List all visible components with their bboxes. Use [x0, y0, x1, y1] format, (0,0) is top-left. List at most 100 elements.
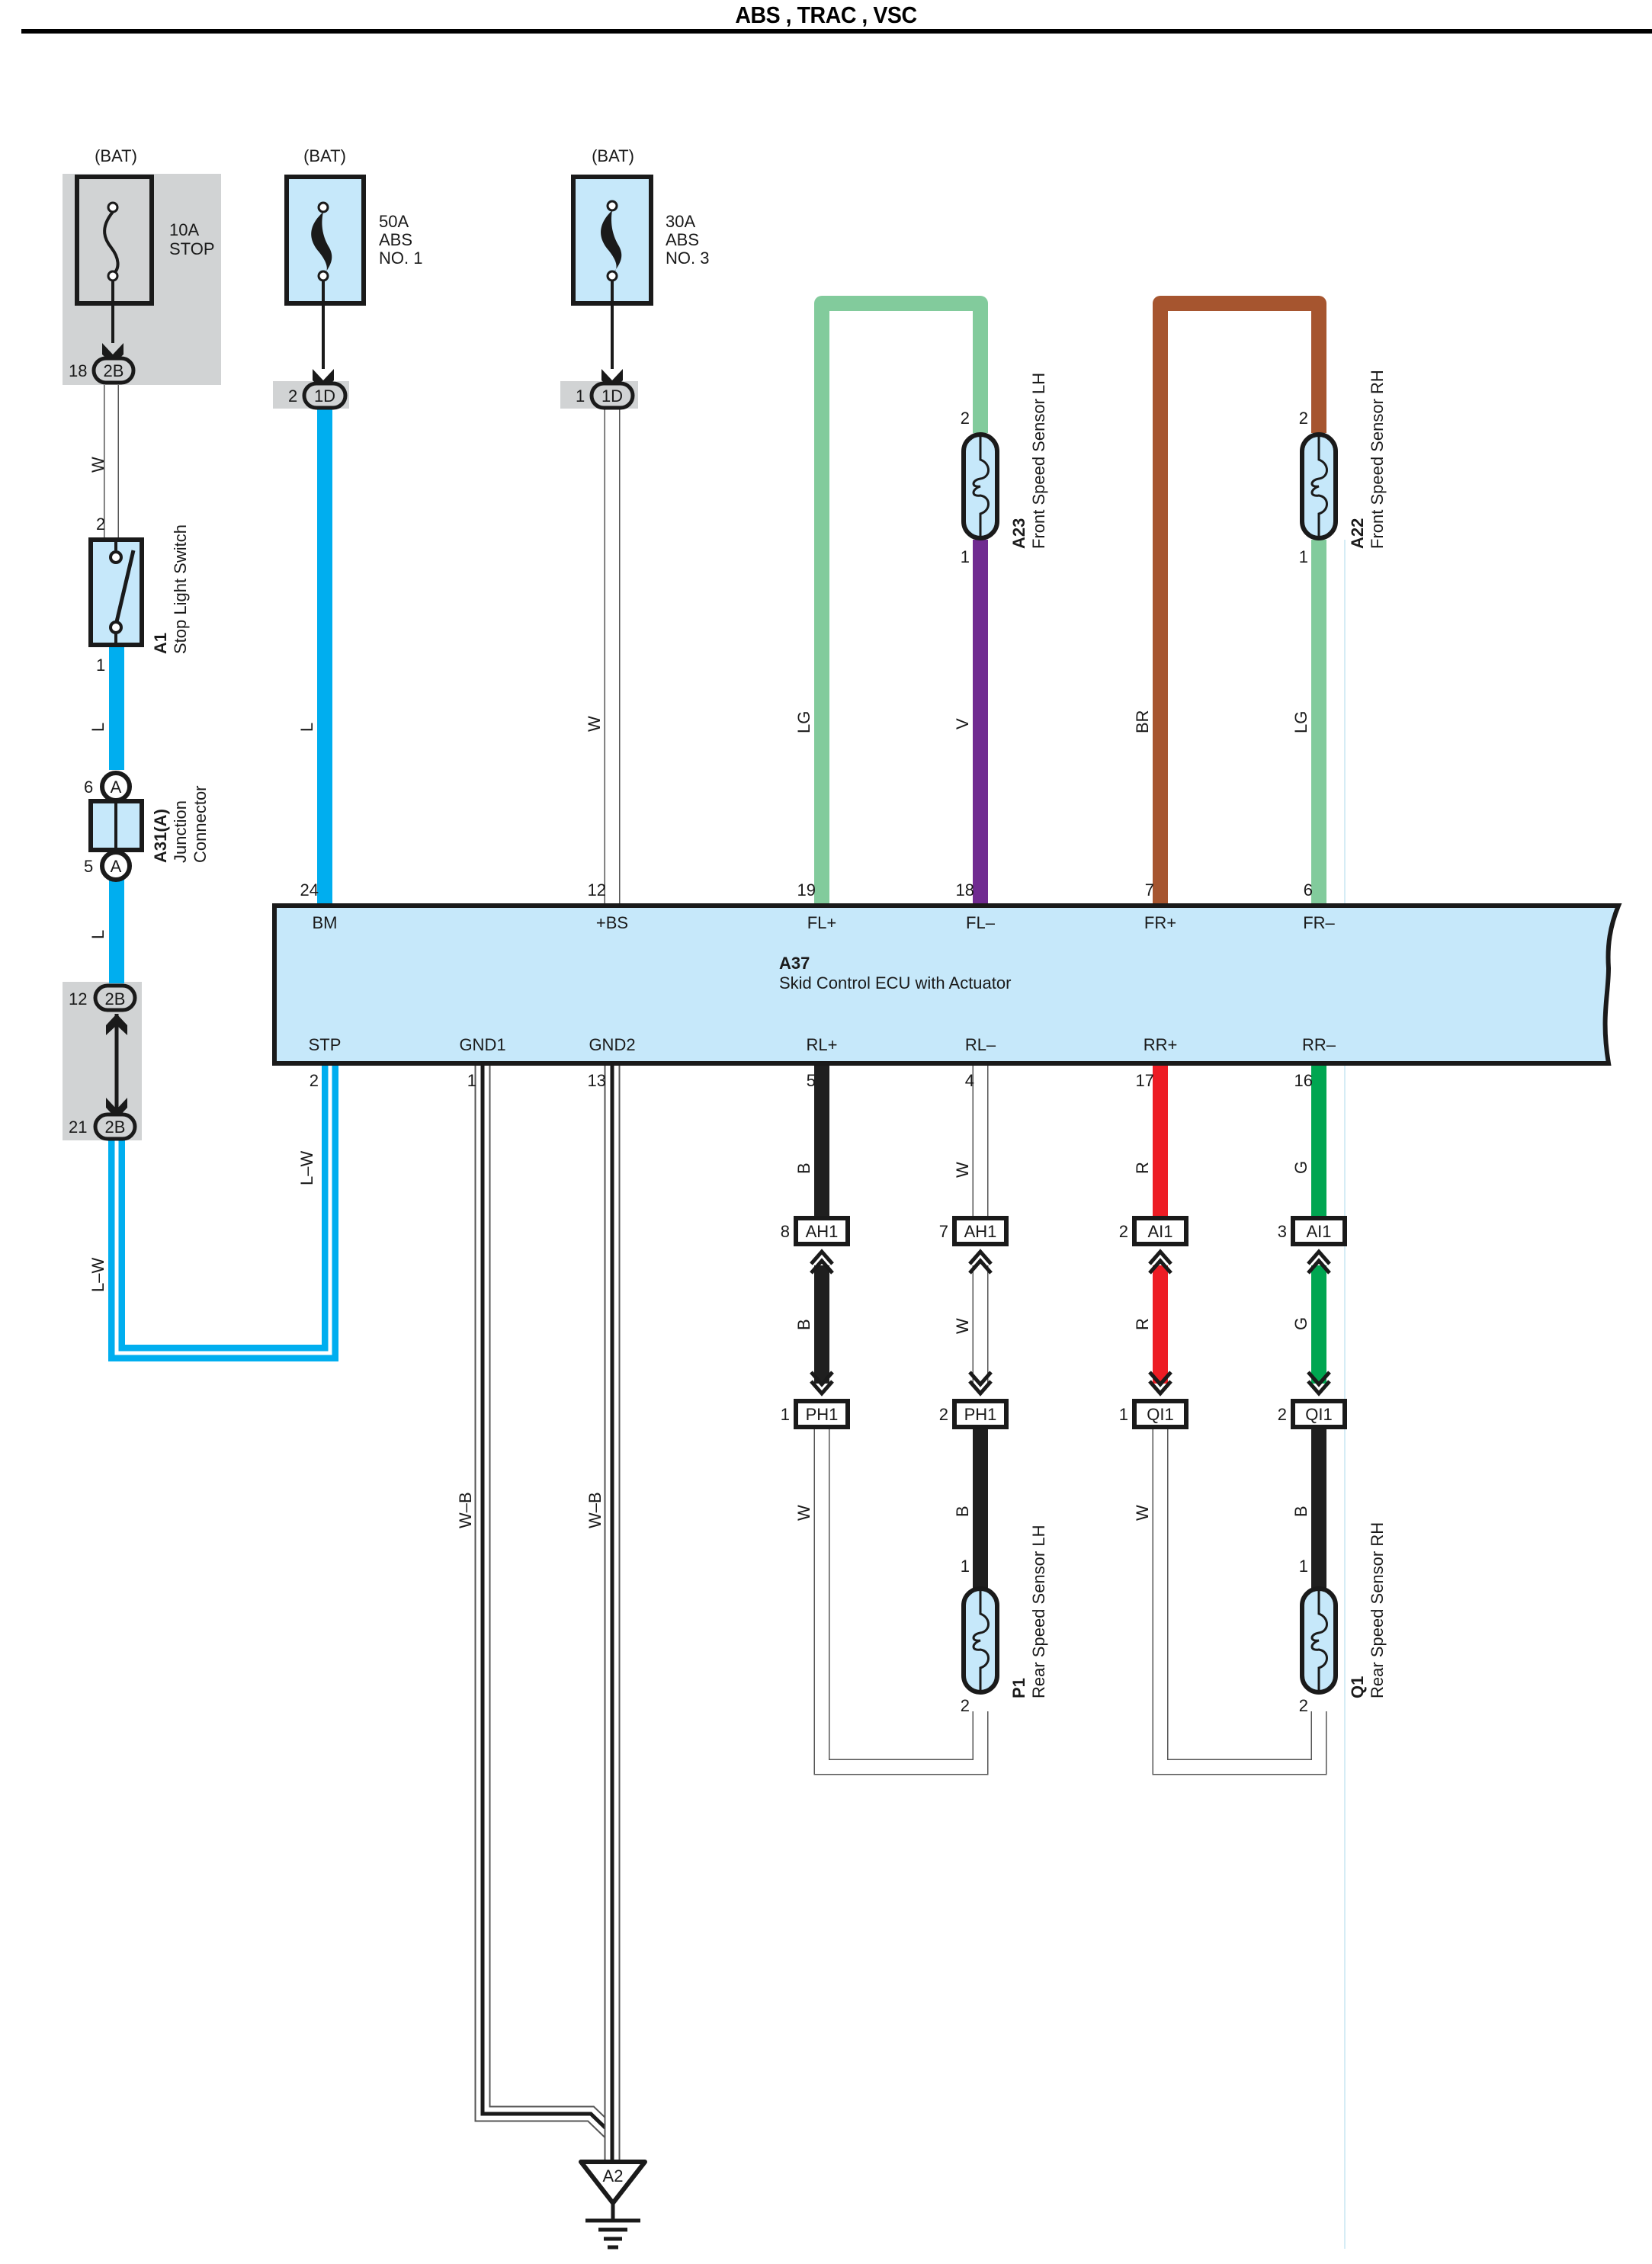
wire-label: LG: [794, 711, 813, 733]
connector-pin: 8: [781, 1222, 790, 1241]
coil-icon: [1310, 436, 1328, 537]
ecu-terminal-bottom[interactable]: RR– 16: [1294, 1035, 1336, 1090]
wire-label: W: [585, 716, 604, 732]
wire-label: LG: [1291, 711, 1310, 733]
terminal-label: BM: [313, 913, 338, 932]
switch-pin-bottom: 1: [96, 656, 105, 675]
jc-letter-bottom: A: [111, 857, 122, 876]
ecu-terminal-bottom[interactable]: RL– 4: [965, 1035, 996, 1090]
switch-icon: [109, 540, 136, 645]
connector-code: AH1: [806, 1222, 839, 1241]
connector-pin: 7: [939, 1222, 948, 1241]
ecu-a37[interactable]: A37 Skid Control ECU with Actuator 24BM1…: [272, 880, 1622, 1090]
chevron-down-icon: [1307, 1371, 1331, 1397]
terminal-label: FR–: [1303, 913, 1335, 932]
fuse-source-label: (BAT): [303, 146, 346, 165]
terminal-pin-number: 4: [965, 1071, 974, 1090]
sensor-pin-top: 1: [961, 1557, 970, 1576]
wire-gnd-wb[interactable]: [474, 1063, 621, 2161]
connector-code: QI1: [1305, 1405, 1332, 1424]
wire-fr-br-loop[interactable]: [1153, 296, 1326, 906]
wire-color-labels: W L L L W L–W L–W LG V BR LG W–B W–B B B…: [88, 457, 1310, 1528]
connector-pin: 2: [1278, 1405, 1287, 1424]
jc-name: Junction: [171, 800, 190, 863]
wire-label: L–W: [88, 1258, 107, 1292]
terminal-pin-number: 24: [300, 880, 319, 900]
terminal-label: RL–: [965, 1035, 996, 1054]
connector-pin: 1: [576, 386, 585, 406]
fuse-name: ABS: [379, 230, 412, 249]
coil-icon: [1310, 1590, 1328, 1691]
sensor-pin-bottom: 1: [961, 547, 970, 566]
terminal-pin-number: 19: [797, 880, 816, 900]
terminal-pin-number: 13: [588, 1071, 606, 1090]
wire-label: BR: [1133, 710, 1152, 733]
terminal-label: RR–: [1302, 1035, 1336, 1054]
jc-pin-bottom: 5: [84, 857, 93, 876]
wire-label: W: [88, 457, 107, 473]
terminal-label: STP: [309, 1035, 342, 1054]
ecu-terminal-bottom[interactable]: RR+17: [1136, 1035, 1178, 1090]
sensor-name: Rear Speed Sensor RH: [1368, 1522, 1387, 1698]
wire-label: V: [953, 718, 972, 730]
wire-label: W: [1133, 1505, 1152, 1521]
wire-fl-lg-loop[interactable]: [814, 296, 988, 906]
connector-pin: 3: [1278, 1222, 1287, 1241]
sensor-pin-bottom: 1: [1299, 547, 1308, 566]
terminal-pin-number: 18: [956, 880, 974, 900]
fuse-name: NO. 3: [666, 249, 709, 268]
fuse-stop: (BAT) 10A STOP 18 2B: [69, 146, 215, 385]
jb-pin-top: 12: [69, 989, 87, 1009]
terminal-pin-number: 16: [1294, 1071, 1313, 1090]
stop-light-switch: 2 1 A1 Stop Light Switch: [88, 515, 190, 675]
ecu-code: A37: [779, 954, 810, 973]
wire-label: L: [88, 930, 107, 939]
wires: [104, 296, 1652, 2249]
sensor-code: Q1: [1348, 1676, 1367, 1698]
connector-pin: 2: [1119, 1222, 1128, 1241]
terminal-pin-number: 17: [1136, 1071, 1154, 1090]
sensor-pin-top: 2: [1299, 409, 1308, 428]
ecu-terminal-bottom[interactable]: RL+5: [807, 1035, 838, 1090]
wire-label: G: [1291, 1317, 1310, 1330]
terminal-label: FL+: [807, 913, 837, 932]
wire-stp-lw[interactable]: [108, 1063, 338, 1361]
connector-code: AH1: [964, 1222, 997, 1241]
sensor-name: Rear Speed Sensor LH: [1029, 1525, 1048, 1698]
jc-name: Connector: [191, 785, 210, 863]
wire-rear-rh-w[interactable]: [1152, 1425, 1327, 1775]
jb-code: 2B: [105, 989, 126, 1009]
terminal-label: +BS: [596, 913, 628, 932]
ecu-terminal-top[interactable]: 6FR–: [1303, 880, 1335, 932]
sensor-code: A23: [1009, 518, 1028, 549]
wire-rear-lh-w[interactable]: [813, 1425, 1652, 1775]
ecu-terminal-top[interactable]: 12+BS: [588, 880, 629, 932]
chevron-up-icon: [810, 1249, 834, 1275]
sensor-name: Front Speed Sensor LH: [1029, 373, 1048, 549]
ecu-terminal-top[interactable]: 7FR+: [1144, 880, 1176, 932]
wire-label: B: [794, 1162, 813, 1174]
wire-label: W: [953, 1162, 972, 1178]
wire-label: L: [297, 723, 316, 732]
terminal-label: FR+: [1144, 913, 1176, 932]
fuse-rating: 50A: [379, 212, 409, 231]
wire-label: W: [794, 1505, 813, 1521]
fuse-rating: 30A: [666, 212, 695, 231]
sensor-code: A22: [1348, 518, 1367, 549]
fuse-name: NO. 1: [379, 249, 422, 268]
